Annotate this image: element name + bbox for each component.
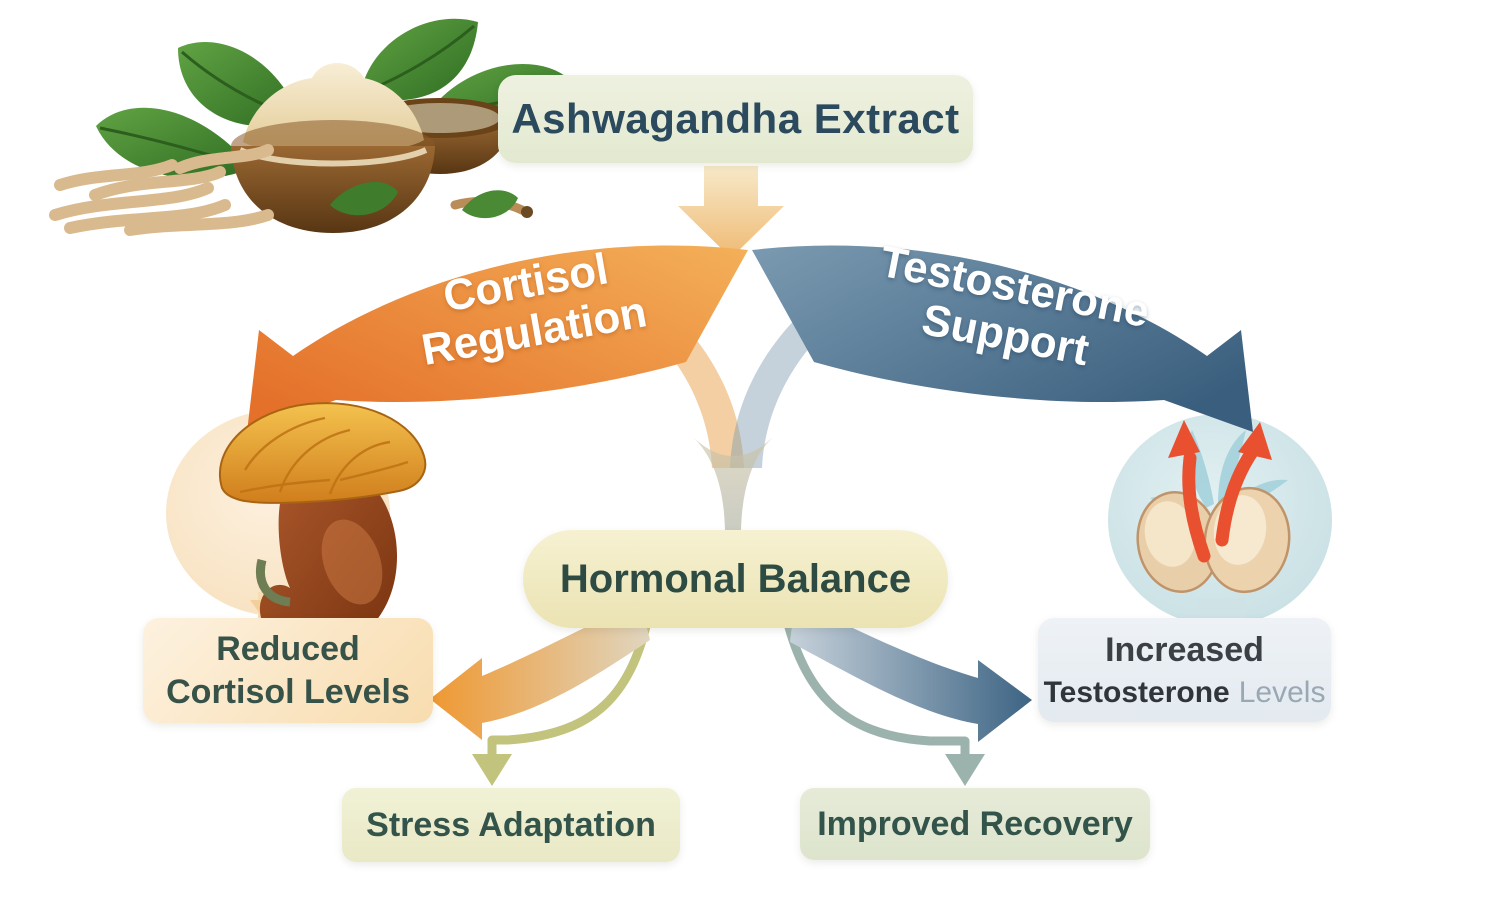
increased-line1: Increased xyxy=(1105,631,1264,670)
improved-recovery-label: Improved Recovery xyxy=(817,804,1133,843)
hb-to-increased-arrow xyxy=(790,600,1032,742)
hb-to-reduced-arrow xyxy=(430,600,650,740)
increased-line2-muted: Levels xyxy=(1238,675,1326,709)
ashwagandha-extract-box: Ashwagandha Extract xyxy=(498,75,973,163)
reduced-line1: Reduced xyxy=(216,630,360,668)
extract-down-arrow xyxy=(678,166,784,258)
reduced-line2: Cortisol Levels xyxy=(166,672,410,711)
red-up-arrows-icon xyxy=(1168,420,1272,563)
hormonal-balance-box: Hormonal Balance xyxy=(523,530,948,628)
testes-icon xyxy=(1136,420,1291,594)
roots-icon xyxy=(49,144,527,236)
improved-recovery-box: Improved Recovery xyxy=(800,788,1150,860)
adrenal-gland-icon xyxy=(219,402,427,651)
powder-bowl-icon xyxy=(231,63,435,233)
stress-adaptation-label: Stress Adaptation xyxy=(366,805,656,844)
testosterone-pathway-arrow xyxy=(752,245,1253,432)
ashwagandha-extract-label: Ashwagandha Extract xyxy=(511,95,960,142)
cortisol-pathway-arrow xyxy=(247,245,748,432)
ashwagandha-herb-photo xyxy=(49,18,570,236)
small-leaves-icon xyxy=(330,182,533,219)
reduced-cortisol-box: Reduced Cortisol Levels xyxy=(143,618,433,723)
hormonal-balance-label: Hormonal Balance xyxy=(559,556,912,601)
stress-adaptation-box: Stress Adaptation xyxy=(342,788,680,862)
increased-line2-main: Testosterone xyxy=(1043,675,1230,709)
